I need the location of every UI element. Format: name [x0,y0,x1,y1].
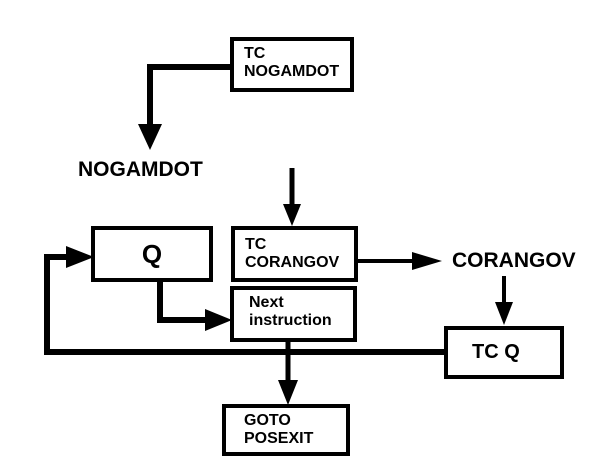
node-goto-posexit: GOTO POSEXIT [222,404,350,456]
node-tc-q: TC Q [444,326,564,379]
node-corangov: CORANGOV [452,249,576,272]
node-nogamdot: NOGAMDOT [78,158,203,181]
node-next-instruction: Next instruction [230,286,357,342]
node-tc-nogamdot: TC NOGAMDOT [230,37,354,92]
node-tc-nogamdot-line2: NOGAMDOT [244,63,340,81]
edge-tc-q-to-q [44,254,446,355]
arrowhead-goto-posexit [278,380,298,405]
node-tc-nogamdot-line1: TC [244,45,266,62]
edge-tc-nogamdot-to-nogamdot [147,64,233,128]
node-next-instruction-line1: Next [249,294,284,311]
node-goto-posexit-line1: GOTO [244,412,291,429]
node-q: Q [91,226,213,282]
node-tc-corangov-line1: TC [245,236,267,253]
node-tc-corangov: TC CORANGOV [231,226,358,282]
arrowhead-corangov [412,252,442,270]
arrowhead-q [66,246,94,268]
node-next-instruction-line2: instruction [249,312,332,330]
arrowhead-next-instruction [205,309,232,331]
arrowhead-tc-q [495,302,513,325]
node-q-label: Q [141,239,163,269]
arrowhead-tc-corangov [283,204,301,226]
node-tc-corangov-line2: CORANGOV [245,254,340,272]
node-tc-q-label: TC Q [472,341,520,363]
arrowhead-nogamdot [138,124,162,150]
node-goto-posexit-line2: POSEXIT [244,430,314,448]
edge-q-to-next-instruction [157,280,210,323]
